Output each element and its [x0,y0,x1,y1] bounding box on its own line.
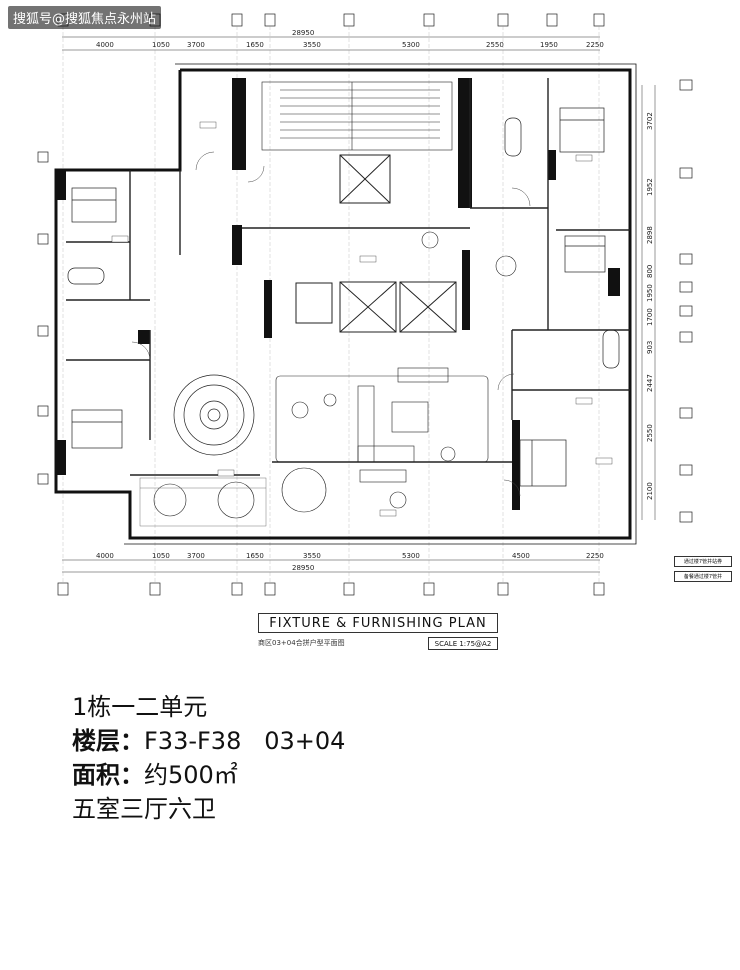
structural-walls [56,78,620,510]
svg-text:3702: 3702 [646,112,654,130]
elevators [295,154,457,333]
staircase [261,81,453,151]
axis-bubbles-left [37,151,49,485]
dimension-lines [62,36,656,573]
svg-text:5300: 5300 [402,41,420,49]
svg-text:903: 903 [646,341,654,354]
svg-text:1700: 1700 [646,308,654,326]
svg-text:2100: 2100 [646,482,654,500]
room-tags [111,121,613,517]
right-dimension-labels: 3702 1952 2898 800 1950 1700 903 2447 25… [646,112,654,500]
svg-text:28950: 28950 [292,564,314,572]
svg-text:1050: 1050 [152,552,170,560]
legend-item-1: 通过楼7管井站券 [674,556,732,567]
svg-text:2447: 2447 [646,374,654,392]
scale-label: SCALE 1:75@A2 [428,637,498,650]
svg-text:4500: 4500 [512,552,530,560]
floor-label: 楼层： [72,727,144,755]
building-name: 1栋一二单元 [72,693,208,721]
svg-text:3550: 3550 [303,41,321,49]
svg-text:2550: 2550 [486,41,504,49]
plan-title: FIXTURE & FURNISHING PLAN [258,613,498,633]
svg-text:4000: 4000 [96,41,114,49]
building-outline [54,63,637,545]
area-row: 面积：约500㎡ [72,758,345,792]
svg-text:3700: 3700 [187,552,205,560]
legend-item-2: 备餐通过楼7管井 [674,571,732,582]
unit-info: 1栋一二单元 楼层：F33-F38 03+04 面积：约500㎡ 五室三厅六卫 [72,690,345,826]
floor-plan-drawing: 28950 4000 1050 3700 1650 3550 5300 2550… [37,13,693,596]
svg-text:800: 800 [646,265,654,278]
svg-text:1650: 1650 [246,41,264,49]
door-swings [131,151,531,497]
floor-row: 楼层：F33-F38 03+04 [72,724,345,758]
top-dimension-labels: 28950 4000 1050 3700 1650 3550 5300 2550… [96,29,604,49]
floor-value: F33-F38 03+04 [144,727,346,755]
watermark: 搜狐号@搜狐焦点永州站 [8,6,162,29]
dining-table [173,374,255,456]
svg-text:4000: 4000 [96,552,114,560]
svg-text:1950: 1950 [540,41,558,49]
svg-text:5300: 5300 [402,552,420,560]
svg-text:1650: 1650 [246,552,264,560]
svg-text:1050: 1050 [152,41,170,49]
area-value: 约500㎡ [144,761,238,789]
svg-text:28950: 28950 [292,29,314,37]
svg-text:2250: 2250 [586,552,604,560]
svg-text:2250: 2250 [586,41,604,49]
svg-text:2550: 2550 [646,424,654,442]
axis-bubbles-right [679,79,693,523]
interior-partitions [66,78,630,476]
svg-text:1950: 1950 [646,284,654,302]
layout-description: 五室三厅六卫 [72,795,216,823]
bottom-dimension-labels: 4000 1050 3700 1650 3550 5300 4500 2250 … [96,552,604,572]
bathtubs [67,117,620,369]
svg-text:3700: 3700 [187,41,205,49]
svg-text:2898: 2898 [646,226,654,244]
svg-text:1952: 1952 [646,178,654,196]
svg-text:3550: 3550 [303,552,321,560]
axis-bubbles-bottom [57,582,605,596]
plan-subtitle: 商区03+04合拼户型平面图 [258,639,345,647]
living-area [153,231,517,519]
balcony [139,477,267,527]
area-label: 面积： [72,761,144,789]
beds [71,107,606,487]
